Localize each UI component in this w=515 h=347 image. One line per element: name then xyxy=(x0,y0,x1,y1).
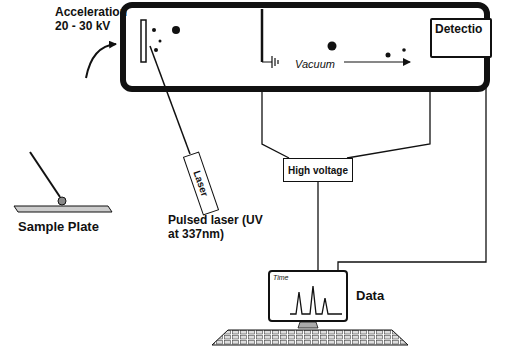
sample-plate-label: Sample Plate xyxy=(18,220,99,234)
laser-box: Laser xyxy=(183,151,219,215)
data-label: Data xyxy=(356,288,384,303)
spectrum-peaks xyxy=(290,286,342,314)
sample-plate xyxy=(14,206,112,212)
curved-arrow xyxy=(86,44,116,78)
wire xyxy=(347,92,430,158)
detector-box: Detectio xyxy=(430,18,492,58)
sample-target xyxy=(141,20,146,62)
wire xyxy=(262,92,289,158)
vacuum-label: Vacuum xyxy=(295,58,335,70)
pipette xyxy=(30,152,60,197)
ground-symbol xyxy=(271,56,272,68)
monitor-screen: TimeData xyxy=(268,270,348,322)
laser-caption: Pulsed laser (UV at 337nm) xyxy=(168,213,276,241)
high-voltage-box: High voltage xyxy=(283,158,353,182)
laser-label: Laser xyxy=(191,169,210,198)
axis-label: Time xyxy=(273,274,289,281)
wire xyxy=(317,182,318,270)
voltage-label: Acceleration 20 - 30 kV xyxy=(55,5,133,33)
keyboard xyxy=(212,330,408,345)
detector-label: Detectio xyxy=(435,22,487,36)
ion xyxy=(172,26,180,34)
grid xyxy=(261,9,264,62)
hv-label: High voltage xyxy=(288,165,348,176)
flight-arrow xyxy=(344,61,410,62)
laser-beam xyxy=(150,46,190,154)
